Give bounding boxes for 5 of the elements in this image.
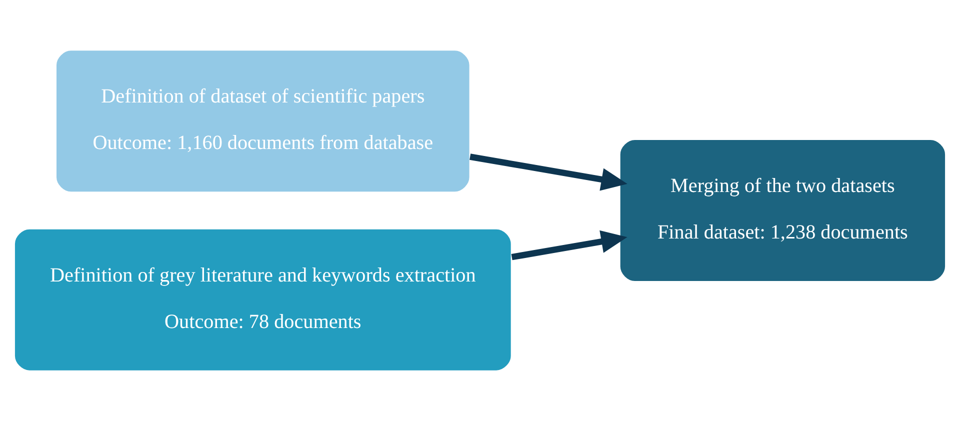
arrow — [511, 230, 628, 260]
node-box: Definition of grey literature and keywords extraction Outcome: 78 documents — [14, 228, 512, 372]
node-box: Definition of dataset of scientific papers Outcome: 1,160 documents from database — [55, 49, 471, 193]
arrow — [470, 154, 628, 191]
node-box: Merging of the two datasets Final dataset: 1,238 documents — [619, 138, 946, 282]
